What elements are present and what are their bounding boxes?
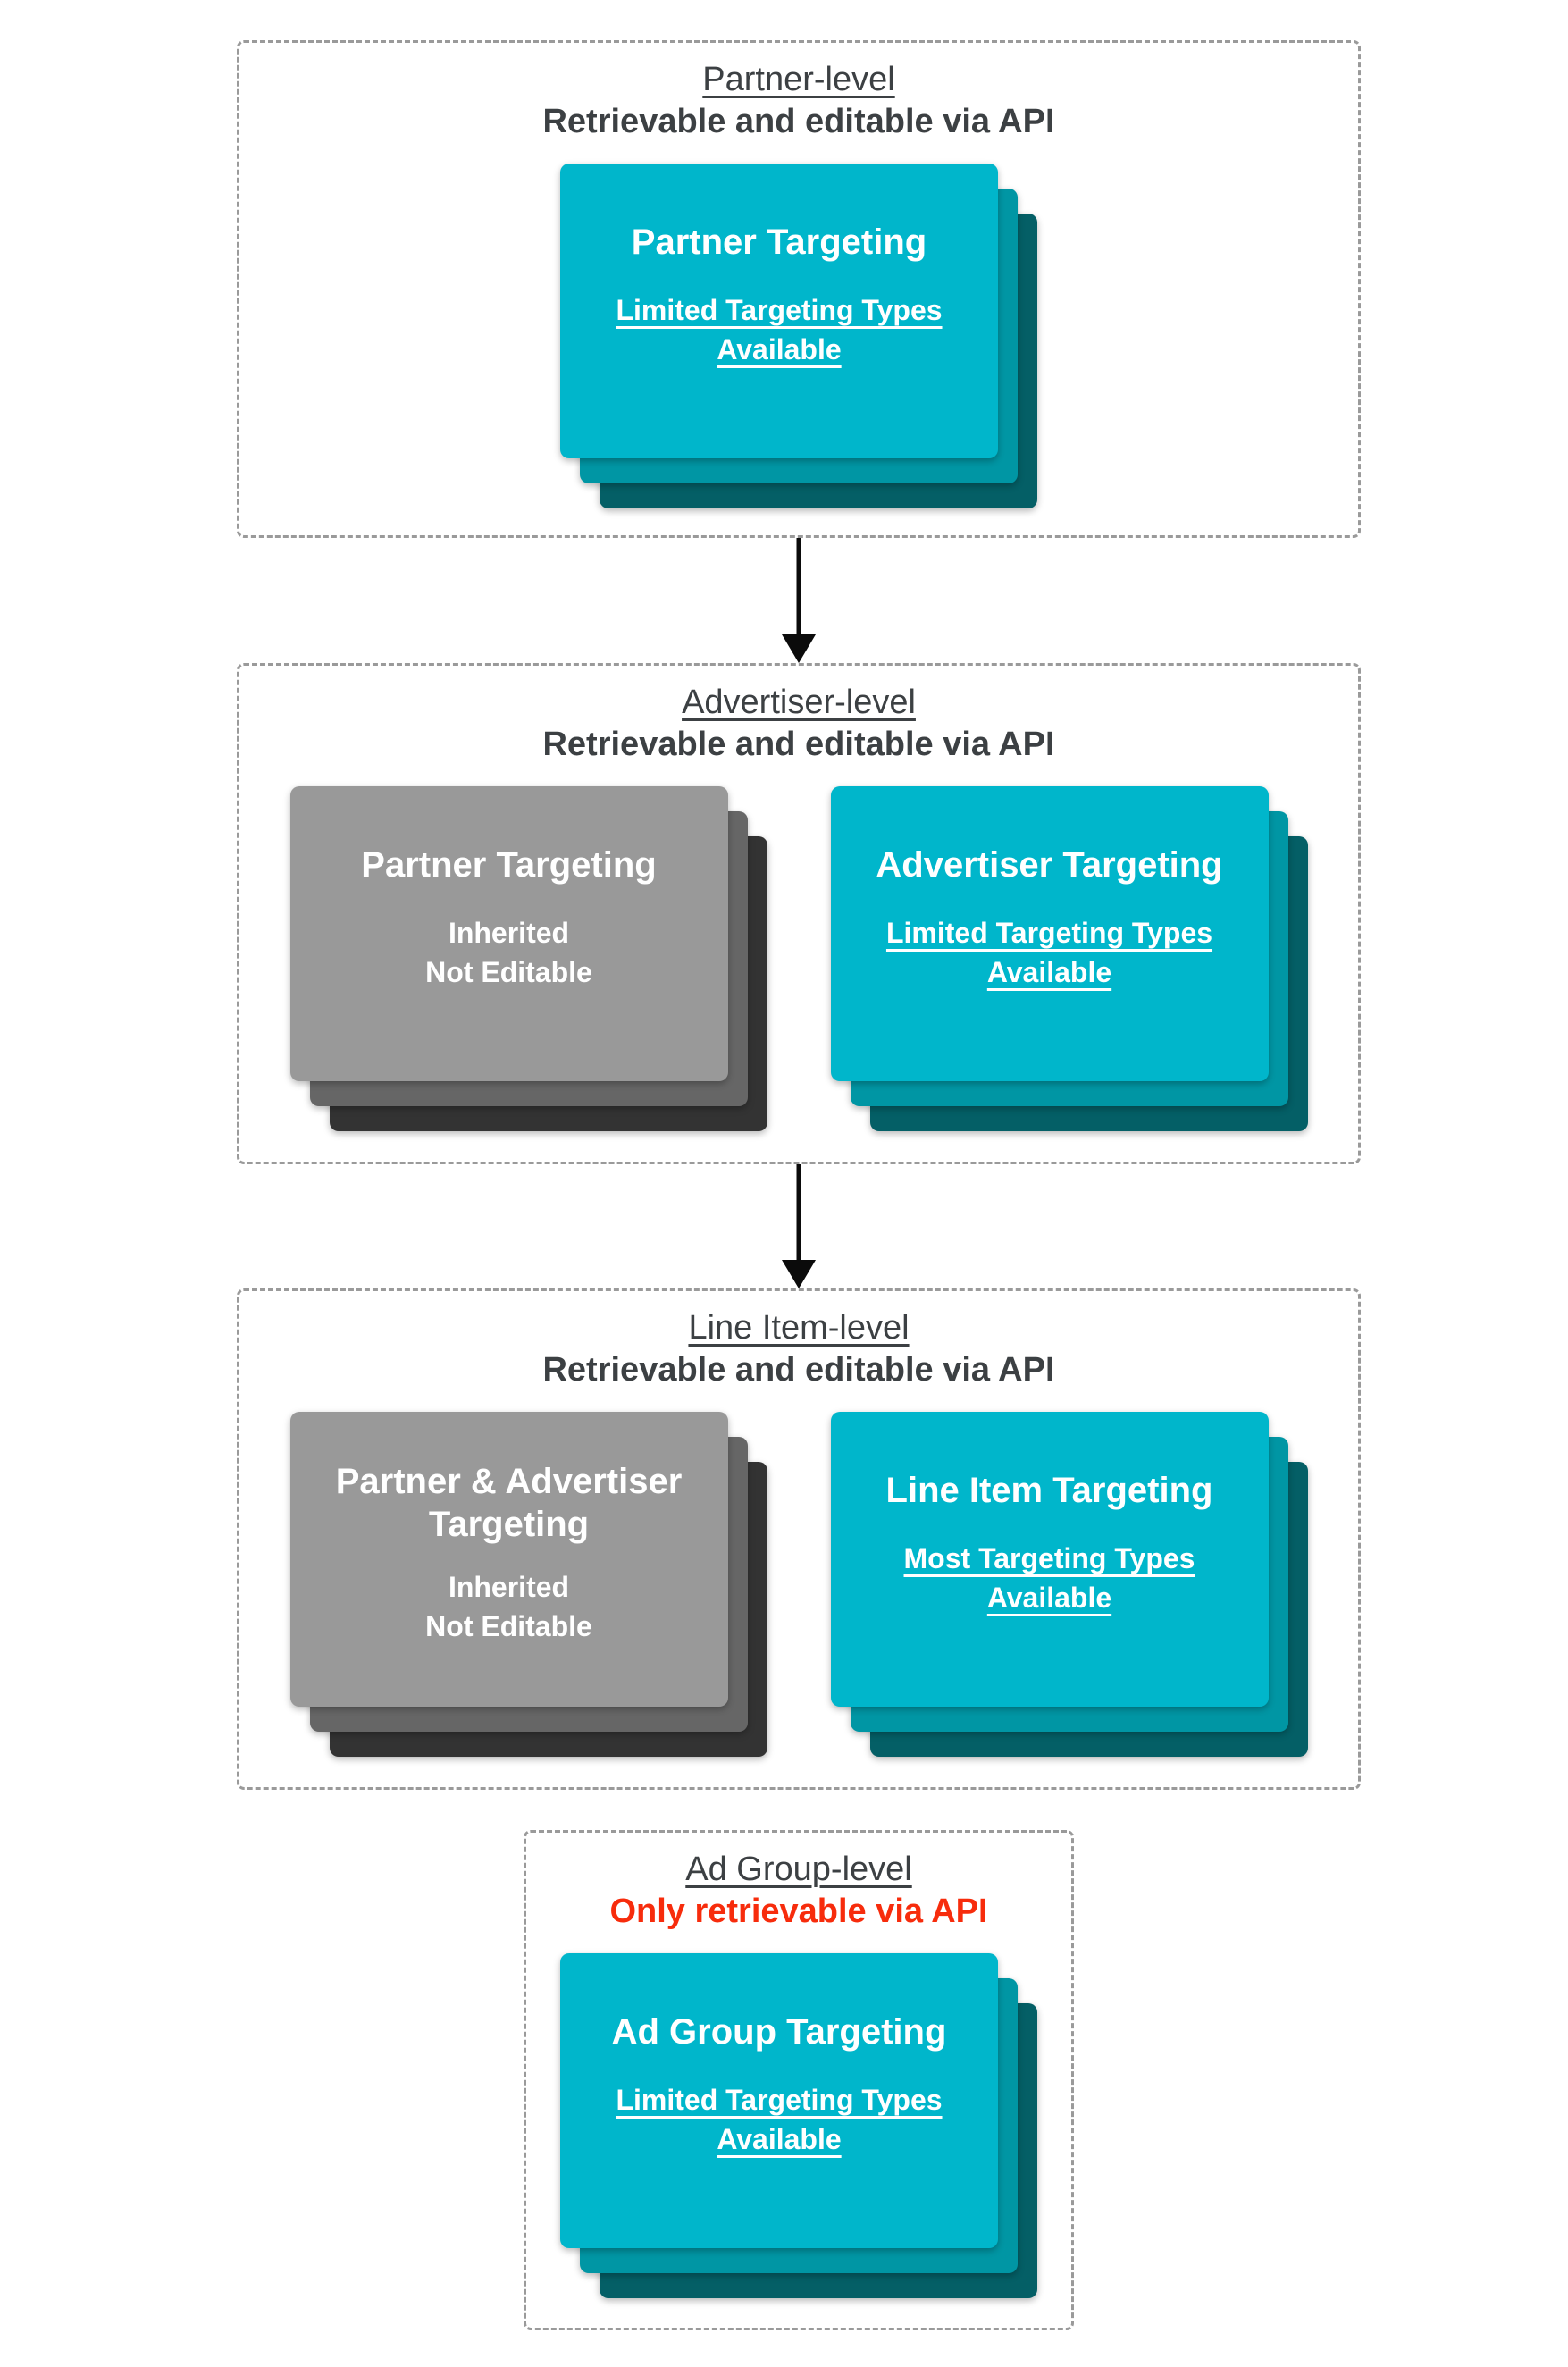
card-title: Line Item Targeting — [885, 1471, 1213, 1510]
card-front: Advertiser Targeting Limited Targeting T… — [830, 786, 1269, 1081]
section-subtitle: Retrievable and editable via API — [542, 1351, 1055, 1389]
cards-row: Partner & Advertiser Targeting Inherited… — [239, 1412, 1358, 1757]
arrow-shaft — [796, 538, 801, 638]
flow-arrow-partner-to-advertiser — [781, 538, 817, 663]
card-line-item-targeting: Line Item Targeting Most Targeting Types… — [830, 1412, 1308, 1757]
card-ad-group-targeting: Ad Group Targeting Limited Targeting Typ… — [560, 1953, 1037, 2298]
card-subtitle-line: Not Editable — [425, 1610, 592, 1642]
cards-row: Partner Targeting Limited Targeting Type… — [239, 164, 1358, 508]
card-partner-advertiser-targeting: Partner & Advertiser Targeting Inherited… — [289, 1412, 767, 1757]
card-title: Partner Targeting — [361, 845, 657, 885]
card-title: Partner & Advertiser Targeting — [335, 1462, 683, 1544]
flow-arrow-advertiser-to-line-item — [781, 1164, 817, 1288]
card-title: Ad Group Targeting — [611, 2012, 947, 2052]
card-subtitle-line: Limited Targeting Types — [616, 294, 943, 326]
section-advertiser-level: Advertiser-level Retrievable and editabl… — [237, 663, 1361, 1164]
arrow-head — [782, 1260, 816, 1288]
card-subtitle-line: Inherited — [448, 1571, 570, 1603]
cards-row: Ad Group Targeting Limited Targeting Typ… — [526, 1953, 1071, 2298]
section-title: Ad Group-level — [685, 1851, 912, 1888]
card-front: Line Item Targeting Most Targeting Types… — [830, 1412, 1269, 1707]
card-subtitle-line: Limited Targeting Types — [616, 2084, 943, 2116]
card-front: Partner & Advertiser Targeting Inherited… — [289, 1412, 728, 1707]
card-front: Partner Targeting Limited Targeting Type… — [560, 164, 998, 458]
section-title: Line Item-level — [688, 1309, 910, 1347]
card-subtitle-line: Available — [986, 956, 1112, 988]
card-subtitle-line: Available — [717, 333, 842, 365]
card-subtitle-line: Most Targeting Types — [903, 1542, 1195, 1574]
card-subtitle-line: Inherited — [448, 917, 570, 949]
card-title: Advertiser Targeting — [876, 845, 1223, 885]
section-subtitle: Only retrievable via API — [609, 1893, 988, 1930]
card-subtitle-line: Limited Targeting Types — [885, 917, 1213, 949]
arrow-shaft — [796, 1164, 801, 1263]
card-title: Partner Targeting — [631, 222, 927, 262]
arrow-head — [782, 634, 816, 663]
section-subtitle: Retrievable and editable via API — [542, 103, 1055, 140]
section-title: Advertiser-level — [682, 684, 916, 721]
card-front: Ad Group Targeting Limited Targeting Typ… — [560, 1953, 998, 2248]
section-line-item-level: Line Item-level Retrievable and editable… — [237, 1288, 1361, 1790]
section-title: Partner-level — [702, 61, 895, 98]
card-subtitle-line: Available — [717, 2123, 842, 2155]
section-ad-group-level: Ad Group-level Only retrievable via API … — [524, 1830, 1074, 2330]
section-subtitle: Retrievable and editable via API — [542, 726, 1055, 763]
section-partner-level: Partner-level Retrievable and editable v… — [237, 40, 1361, 538]
card-partner-targeting: Partner Targeting Limited Targeting Type… — [560, 164, 1037, 508]
card-subtitle-line: Not Editable — [425, 956, 592, 988]
card-subtitle-line: Available — [986, 1582, 1112, 1614]
card-advertiser-targeting: Advertiser Targeting Limited Targeting T… — [830, 786, 1308, 1131]
